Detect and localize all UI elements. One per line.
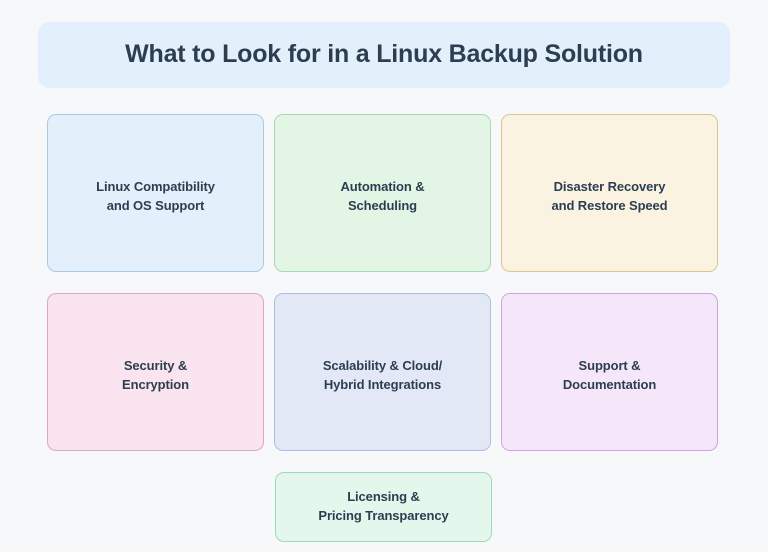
card-label: Automation & Scheduling	[340, 179, 425, 213]
card-label: Linux Compatibility and OS Support	[96, 179, 215, 213]
card-label: Security & Encryption	[122, 358, 189, 392]
card-label: Disaster Recovery and Restore Speed	[551, 179, 668, 213]
page-title: What to Look for in a Linux Backup Solut…	[125, 40, 643, 69]
card-support-documentation[interactable]: Support & Documentation	[501, 293, 718, 451]
card-label: Licensing & Pricing Transparency	[318, 489, 449, 523]
title-banner: What to Look for in a Linux Backup Solut…	[38, 22, 730, 88]
card-grid: Linux Compatibility and OS Support Autom…	[47, 114, 720, 542]
card-security-encryption[interactable]: Security & Encryption	[47, 293, 264, 451]
card-automation-scheduling[interactable]: Automation & Scheduling	[274, 114, 491, 272]
card-scalability-cloud[interactable]: Scalability & Cloud/ Hybrid Integrations	[274, 293, 491, 451]
card-label: Scalability & Cloud/ Hybrid Integrations	[322, 358, 443, 392]
card-disaster-recovery[interactable]: Disaster Recovery and Restore Speed	[501, 114, 718, 272]
card-linux-compatibility[interactable]: Linux Compatibility and OS Support	[47, 114, 264, 272]
card-licensing-pricing[interactable]: Licensing & Pricing Transparency	[275, 472, 492, 542]
card-label: Support & Documentation	[562, 358, 657, 392]
